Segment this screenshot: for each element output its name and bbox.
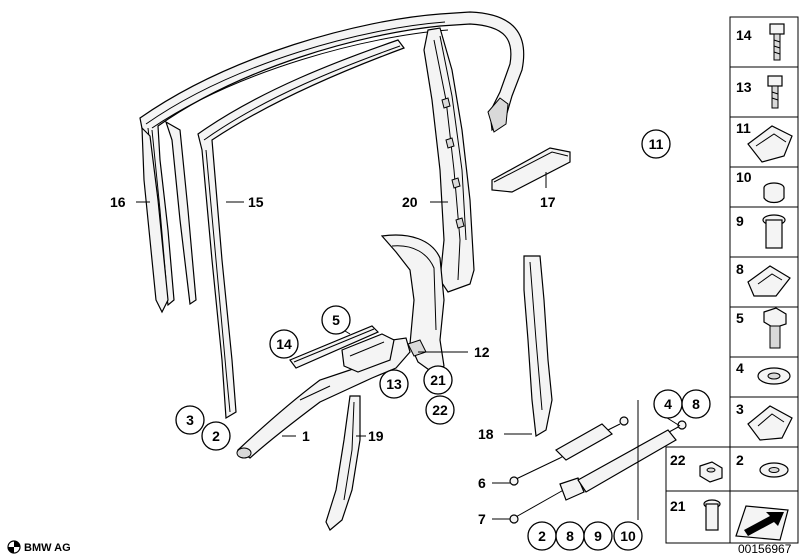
bolt-9-icon xyxy=(762,214,786,249)
gas-strut-6-part xyxy=(509,416,629,486)
parts-list-10: 10 xyxy=(736,169,752,185)
roof-rail-seal-part xyxy=(139,11,525,307)
callout-group-2-8-9-10: 2 8 9 10 xyxy=(527,521,643,551)
callout-22-circle: 22 xyxy=(425,395,455,425)
parts-list-5: 5 xyxy=(736,310,744,326)
trim-strip-part xyxy=(491,147,571,193)
cap-10-icon xyxy=(763,182,785,204)
pin-21-icon xyxy=(703,499,721,531)
parts-list-9: 9 xyxy=(736,213,744,229)
door-frame-seal-part xyxy=(141,120,197,314)
washer-2-icon xyxy=(759,462,789,478)
window-regulator-part xyxy=(236,325,411,459)
svg-text:21: 21 xyxy=(430,372,446,388)
callout-16: 16 xyxy=(110,194,126,210)
clip-8-icon xyxy=(747,265,791,297)
diagram-number: 00156967 xyxy=(738,542,792,556)
window-guide-seal-part xyxy=(197,39,405,420)
brand-copyright: BMW AG xyxy=(24,542,71,554)
parts-list-8: 8 xyxy=(736,261,744,277)
callout-12: 12 xyxy=(474,344,490,360)
svg-text:8: 8 xyxy=(692,396,700,412)
callout-20: 20 xyxy=(402,194,418,210)
hex-bolt-5-icon xyxy=(763,307,787,349)
svg-text:2: 2 xyxy=(538,528,546,544)
callout-11-circle: 11 xyxy=(641,129,671,159)
callout-group-4-8: 4 8 xyxy=(653,389,711,419)
b-pillar-channel-part xyxy=(423,27,475,293)
callout-3-circle: 3 xyxy=(175,405,205,435)
callout-14-circle: 14 xyxy=(269,329,299,359)
callout-1: 1 xyxy=(302,428,310,444)
callout-15: 15 xyxy=(248,194,264,210)
callout-5-circle: 5 xyxy=(321,305,351,335)
svg-text:3: 3 xyxy=(186,412,194,428)
callout-21-circle: 21 xyxy=(423,365,453,395)
callout-17: 17 xyxy=(540,194,556,210)
svg-text:5: 5 xyxy=(332,312,340,328)
nut-22-icon xyxy=(699,461,723,483)
svg-text:2: 2 xyxy=(212,428,220,444)
arrow-symbol-icon xyxy=(735,505,789,541)
parts-list-11: 11 xyxy=(736,120,751,136)
clip-nut-11-icon xyxy=(747,125,793,163)
callout-6: 6 xyxy=(478,475,486,491)
callout-13-circle: 13 xyxy=(379,369,409,399)
svg-text:9: 9 xyxy=(594,528,602,544)
svg-text:22: 22 xyxy=(432,402,448,418)
svg-text:14: 14 xyxy=(276,336,292,352)
parts-list-4: 4 xyxy=(736,360,744,376)
callout-7: 7 xyxy=(478,511,486,527)
svg-text:10: 10 xyxy=(620,528,636,544)
parts-list: 14 13 11 10 9 8 5 4 3 2 22 21 xyxy=(665,16,799,544)
rubber-channel-18-part xyxy=(523,255,553,437)
parts-list-3: 3 xyxy=(736,401,744,417)
rubber-channel-19-part xyxy=(325,395,361,531)
bmw-logo xyxy=(7,540,21,554)
clip-3-icon xyxy=(747,405,793,441)
parts-list-14: 14 xyxy=(736,27,752,43)
bolt-14-icon xyxy=(769,23,785,61)
parts-list-13: 13 xyxy=(736,79,752,95)
parts-list-21: 21 xyxy=(670,498,686,514)
callout-2-circle: 2 xyxy=(201,421,231,451)
parts-list-2: 2 xyxy=(736,452,744,468)
washer-4-icon xyxy=(757,367,791,385)
svg-text:11: 11 xyxy=(649,136,664,152)
parts-list-22: 22 xyxy=(670,452,686,468)
callout-18: 18 xyxy=(478,426,494,442)
svg-text:8: 8 xyxy=(566,528,574,544)
callout-19: 19 xyxy=(368,428,384,444)
bolt-13-icon xyxy=(767,75,783,109)
svg-text:4: 4 xyxy=(664,396,672,412)
svg-text:13: 13 xyxy=(386,376,402,392)
